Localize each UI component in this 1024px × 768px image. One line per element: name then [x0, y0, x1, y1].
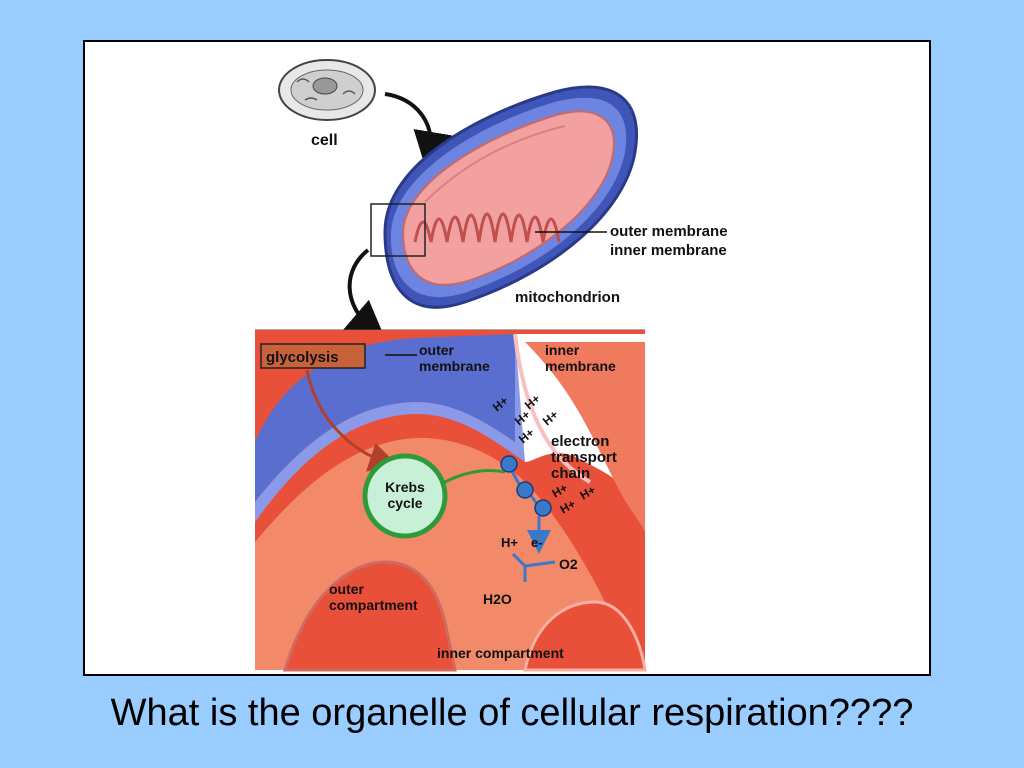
mitochondrion-illustration: [370, 85, 638, 309]
outer-membrane-detail-label-1: outer: [419, 342, 455, 358]
h-plus-ion: H+: [550, 481, 571, 501]
slide-caption: What is the organelle of cellular respir…: [110, 692, 914, 734]
etc-label-1: electron: [551, 433, 609, 450]
h-plus-ion: H+: [558, 497, 579, 517]
h2o-label: H2O: [483, 591, 512, 607]
inner-compartment-label: inner compartment: [437, 645, 564, 661]
outer-compartment-label-2: compartment: [329, 597, 418, 613]
inner-membrane-detail-label-1: inner: [545, 342, 580, 358]
outer-membrane-detail-label-2: membrane: [419, 358, 490, 374]
arrow-zoom-to-detail: [342, 248, 387, 342]
h-plus-reactant: H+: [501, 535, 518, 550]
arrow-cell-to-mitochondrion: [384, 92, 454, 172]
cell-label: cell: [311, 132, 338, 149]
etc-label-3: chain: [551, 465, 590, 482]
electron-transport-chain: [500, 455, 552, 554]
o2-label: O2: [559, 556, 578, 572]
detail-panel: [255, 329, 647, 672]
electron-reactant: e-: [531, 535, 543, 550]
krebs-cycle-circle: [362, 453, 448, 539]
etc-label-2: transport: [551, 449, 617, 466]
zoom-box: [370, 203, 426, 257]
inner-membrane-detail-label-2: membrane: [545, 358, 616, 374]
mitochondrion-diagram: cell outer membrane inner membrane mitoc…: [83, 40, 931, 676]
krebs-label-1: Krebs: [385, 479, 425, 495]
glycolysis-label: glycolysis: [266, 349, 339, 366]
glycolysis-box: [260, 343, 366, 369]
inner-membrane-label-top: inner membrane: [610, 242, 727, 259]
diagram-svg: cell outer membrane inner membrane mitoc…: [255, 59, 728, 672]
h-plus-ion: H+: [578, 483, 599, 503]
outer-membrane-label-top: outer membrane: [610, 223, 728, 240]
outer-compartment-label-1: outer: [329, 581, 365, 597]
arrow-glycolysis-to-krebs: [305, 369, 400, 472]
krebs-label-2: cycle: [387, 495, 422, 511]
cell-icon: [278, 59, 376, 121]
mitochondrion-label: mitochondrion: [515, 289, 620, 306]
